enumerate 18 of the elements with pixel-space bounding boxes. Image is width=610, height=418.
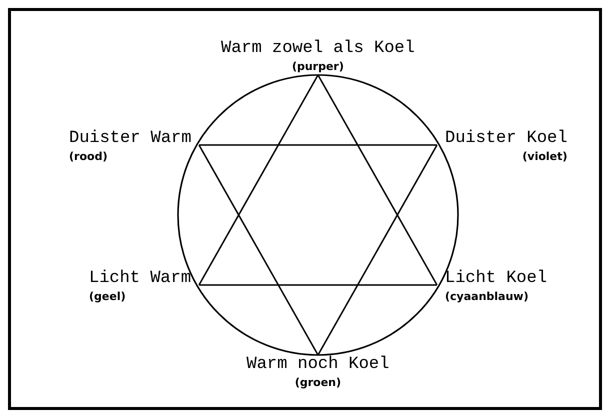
color-name: (geel) (89, 289, 126, 305)
star-line (317, 74, 438, 286)
vertex-label: Licht Koel (445, 269, 548, 289)
color-name: (purper) (292, 59, 344, 75)
color-name: (cyaanblauw) (445, 289, 528, 305)
color-name: (groen) (294, 375, 342, 391)
color-name: (violet) (522, 149, 568, 165)
color-name: (rood) (69, 149, 108, 165)
vertex-label: Licht Warm (89, 269, 192, 289)
star-line (198, 144, 319, 356)
star-line (199, 284, 437, 286)
star-line (317, 144, 438, 356)
vertex-label: Duister Koel (445, 129, 568, 149)
star-line (199, 144, 437, 146)
vertex-label: Warm noch Koel (246, 355, 390, 375)
vertex-label: Duister Warm (69, 129, 192, 149)
vertex-label: Warm zowel als Koel (221, 39, 415, 59)
star-line (198, 74, 319, 286)
